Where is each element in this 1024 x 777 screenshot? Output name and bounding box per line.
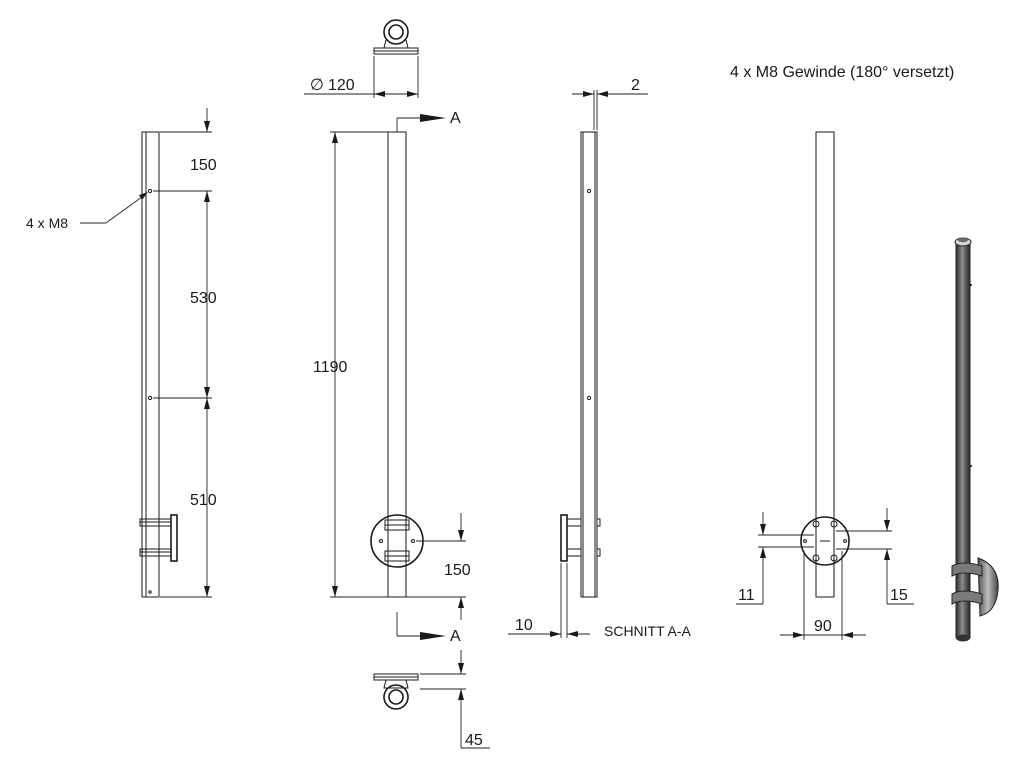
section-bracket — [560, 514, 601, 562]
front-view: ∅ 120 A 1190 150 — [304, 19, 490, 749]
thread-hole-bottom — [148, 590, 152, 594]
dim-bottom-offset: 45 — [465, 732, 483, 749]
side-view: 150 530 510 4 x M8 — [26, 108, 217, 598]
rear-view: 11 15 90 — [736, 131, 914, 640]
dim-plate-width: 90 — [814, 618, 832, 635]
tube-section — [580, 131, 598, 598]
tube-front — [387, 131, 407, 598]
dim-wall-thickness: 2 — [631, 77, 640, 94]
dim-top-offset: 150 — [190, 157, 217, 174]
bottom-clamp-detail — [373, 673, 419, 710]
dim-hole-offset-right: 15 — [890, 587, 908, 604]
diameter-symbol: ∅ — [310, 77, 324, 94]
thread-hole-lower — [147, 395, 153, 401]
section-marker-bottom: A — [450, 628, 461, 645]
leader-label: 4 x M8 — [26, 215, 68, 231]
dim-hole-offset-left: 11 — [738, 587, 755, 604]
wall-bracket — [139, 514, 178, 562]
dim-bracket-height: 150 — [444, 562, 471, 579]
top-clamp-detail — [373, 19, 419, 55]
section-marker-top: A — [450, 110, 461, 127]
section-view: 2 10 SCHNITT A-A — [508, 77, 692, 639]
section-title: SCHNITT A-A — [604, 623, 692, 639]
tube-rear — [815, 131, 835, 598]
thread-note: 4 x M8 Gewinde (180° versetzt) — [730, 64, 954, 81]
flange-plate — [370, 514, 424, 568]
dim-diameter: 120 — [328, 77, 355, 94]
dim-overall-length: 1190 — [313, 359, 348, 376]
thread-hole-upper — [147, 188, 153, 194]
mounting-plate — [800, 516, 850, 566]
tube-outline — [141, 131, 160, 598]
dim-hole-spacing: 530 — [190, 290, 217, 307]
dim-lower-span: 510 — [190, 492, 217, 509]
isometric-render — [951, 237, 999, 642]
dim-flange-thickness: 10 — [515, 617, 533, 634]
